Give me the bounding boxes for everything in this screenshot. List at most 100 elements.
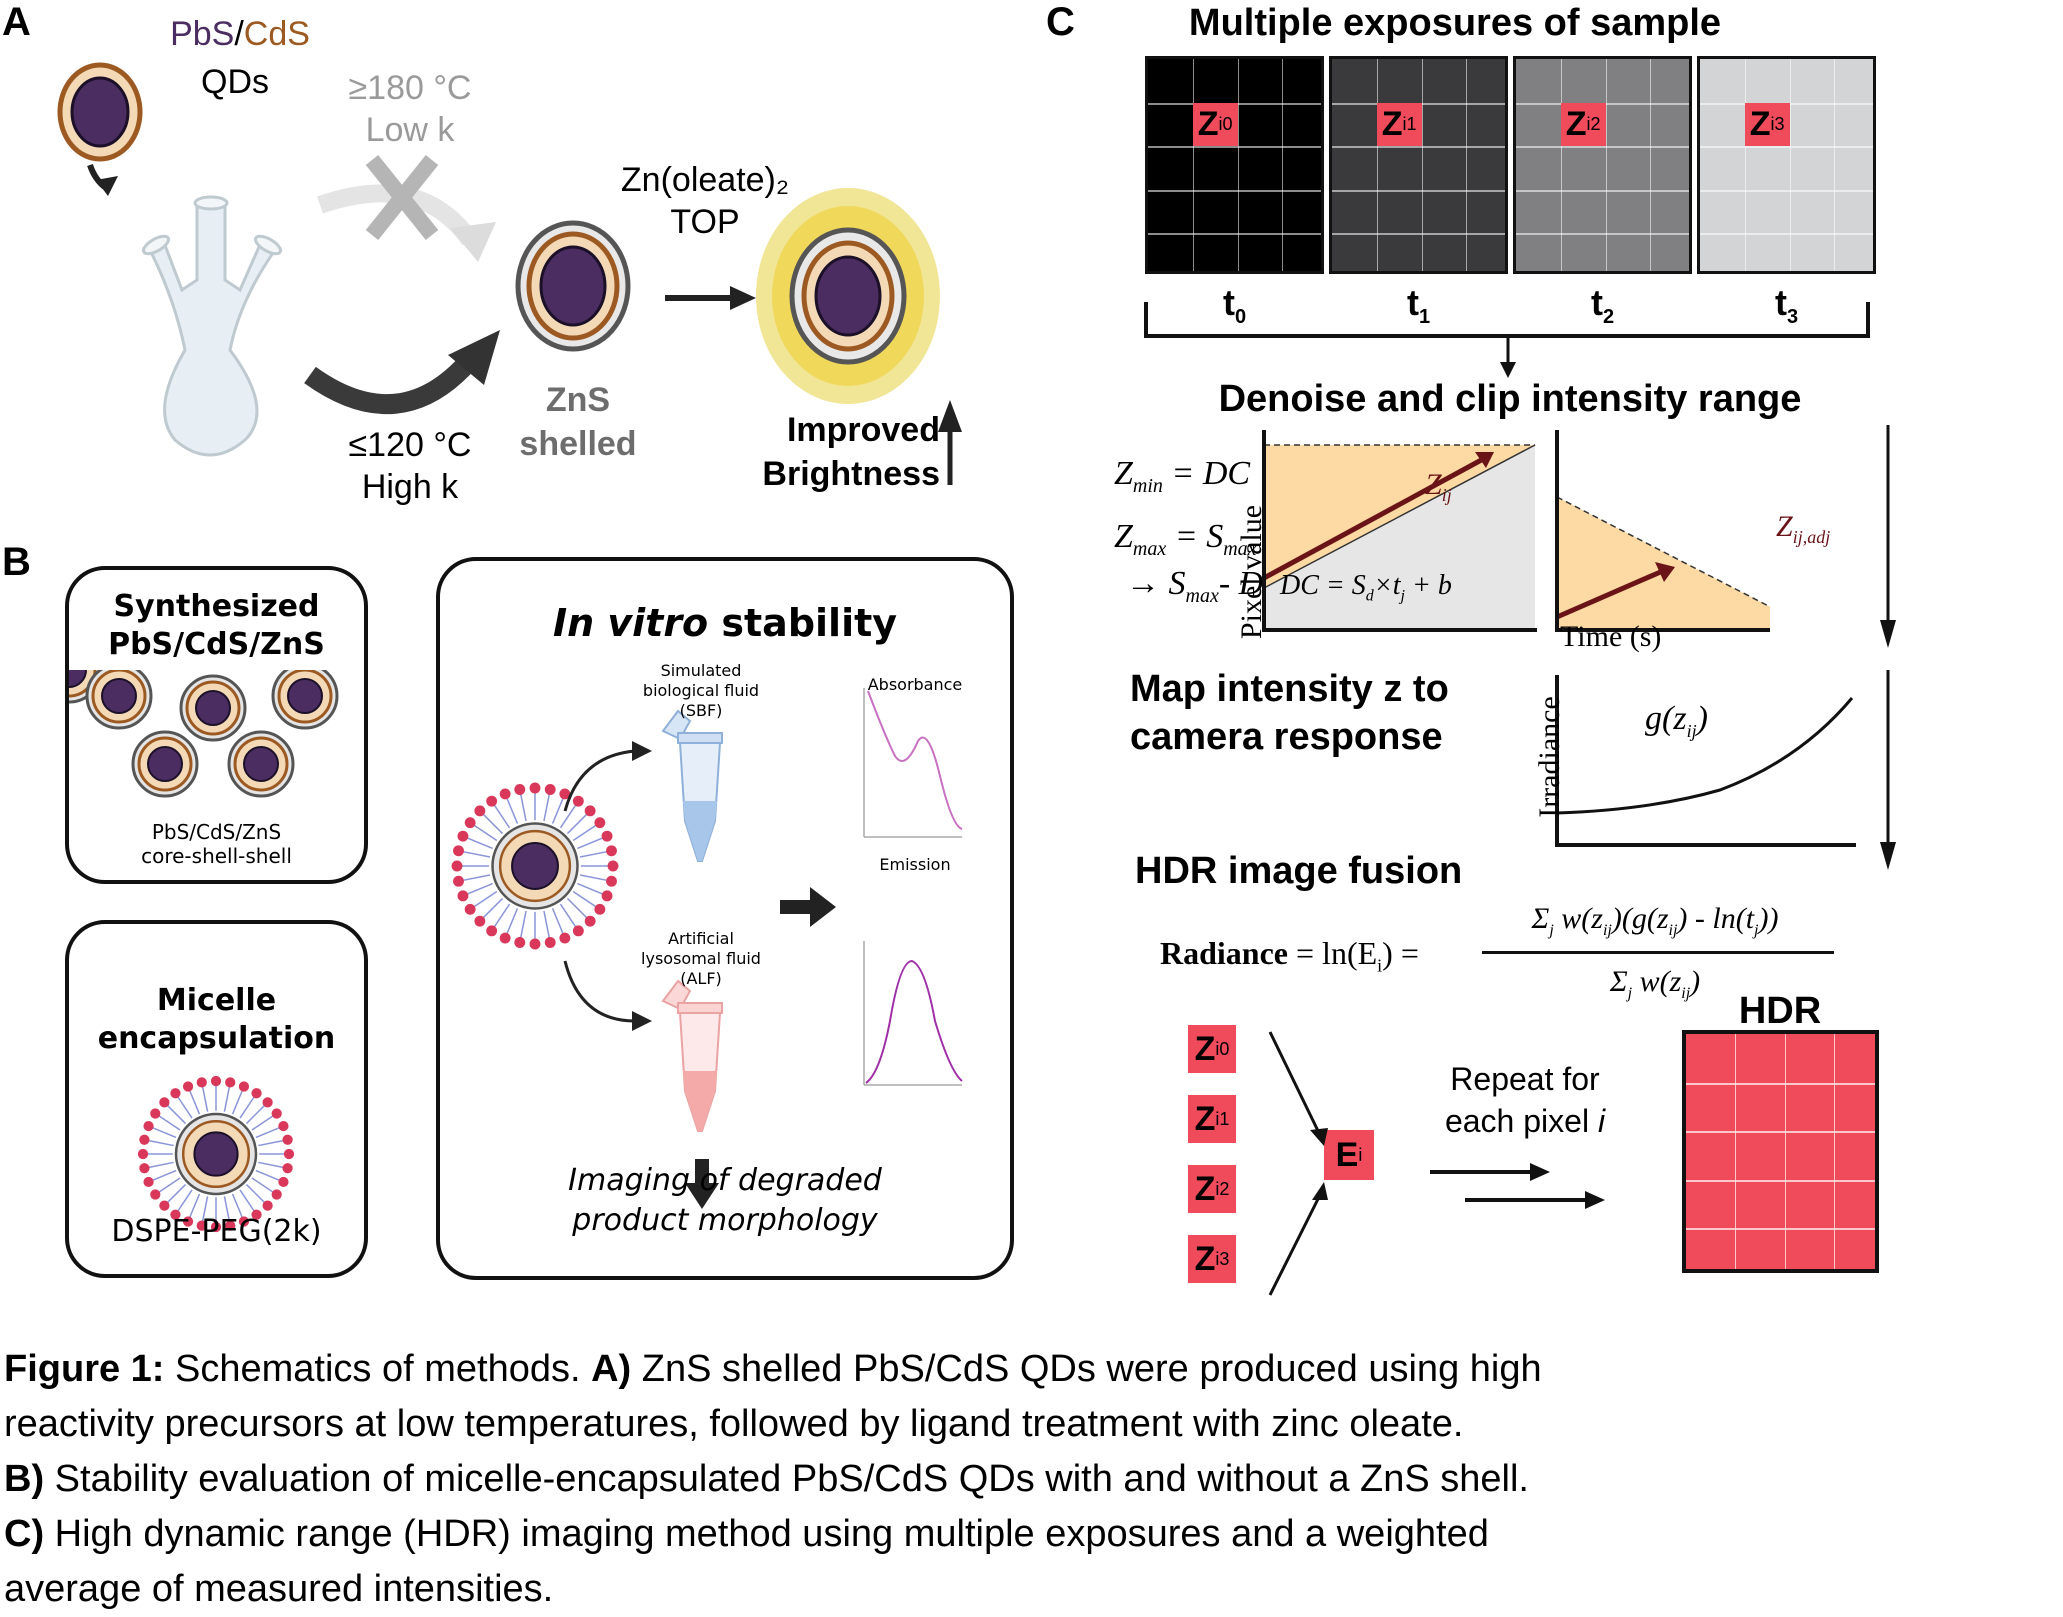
imaging-line-2: product morphology (572, 1203, 878, 1238)
t-sub: 1 (1418, 306, 1431, 329)
caption-b-text: Stability evaluation of micelle-encapsul… (44, 1458, 1529, 1500)
ei-e: E (1335, 1135, 1359, 1174)
step1-title: Multiple exposures of sample (1188, 2, 1722, 44)
repeat-i: i (1597, 1103, 1606, 1139)
cross-icon (365, 155, 439, 240)
den-sigma-sub: j (1627, 985, 1633, 1002)
dc-eq-start: DC = S (1280, 570, 1366, 601)
figure-caption: Figure 1: Schematics of methods. A) ZnS … (4, 1342, 2054, 1617)
box1-title-2: PbS/CdS/ZnS (108, 627, 325, 662)
pixel-z-sub: i1 (1402, 113, 1417, 134)
clip-sub: max (1185, 584, 1219, 607)
arrow-to-sbf-icon (563, 749, 636, 812)
box3-title-rest: stability (708, 601, 898, 645)
formula-lhs-sub: i (1377, 955, 1383, 976)
imaging-line-1: Imaging of degraded (568, 1163, 882, 1198)
den-end: ) (1690, 965, 1701, 998)
pixel-z: Z (1749, 104, 1771, 143)
step2-title: Denoise and clip intensity range (1218, 378, 1802, 420)
stack-z-sub: i3 (1215, 1248, 1230, 1269)
caption-line-2: reactivity precursors at low temperature… (4, 1403, 1464, 1445)
t-sub: 0 (1234, 306, 1247, 329)
low-k-label: Low k (330, 110, 490, 150)
zmax-sub: max (1132, 537, 1167, 560)
box1-title-1: Synthesized (113, 589, 320, 624)
zns-shelled-qd-icon (515, 220, 631, 352)
camera-response-plot (1555, 675, 1856, 847)
caption-fig-text: Schematics of methods. (164, 1348, 592, 1390)
reagent-zn-oleate: Zn(oleate)₂ (620, 161, 790, 199)
sbf-tube-icon (661, 709, 723, 862)
dc-region (1264, 445, 1535, 630)
pixel-z-sub: i0 (1218, 113, 1233, 134)
stack-z: Z (1194, 1099, 1216, 1138)
box2-caption: DSPE-PEG(2k) (111, 1214, 322, 1249)
zij-sub: ij (1441, 485, 1452, 505)
sbf-line-1: Simulated (660, 661, 742, 680)
zns-label: ZnS (545, 381, 611, 419)
brightness-label: Brightness (762, 455, 940, 493)
zij-arrow (1262, 455, 1487, 581)
reagent-top: TOP (670, 203, 740, 241)
alf-line-1: Artificial (668, 929, 734, 948)
in-vitro-stability-box: In vitro stability (436, 557, 1014, 1280)
caption-c-text-1: High dynamic range (HDR) imaging method … (44, 1513, 1489, 1555)
sbf-line-3: (SBF) (679, 701, 723, 720)
exposure-time-label: t0 (1145, 282, 1324, 329)
success-route-arrow-icon (304, 353, 478, 415)
dc-eq-sub-j: j (1400, 587, 1405, 605)
clip-s: → S (1126, 565, 1186, 602)
den-ij: ij (1681, 985, 1691, 1002)
den-w: w(z (1632, 965, 1682, 998)
zij-adj-arrow (1556, 567, 1666, 620)
pixel-z: Z (1381, 104, 1403, 143)
bright-qd-icon (756, 188, 940, 404)
sbf-line-2: biological fluid (642, 681, 760, 700)
g-function-label: g(zij) (1645, 700, 1708, 742)
num-end: )) (1758, 902, 1779, 935)
g-label-start: g(z (1645, 700, 1687, 737)
step4-title: HDR image fusion (1135, 850, 1463, 892)
t-sub: 2 (1602, 306, 1615, 329)
zij-z: Z (1425, 468, 1442, 501)
arrow-to-alf-icon (563, 960, 636, 1023)
stack-z-sub: i1 (1215, 1108, 1230, 1129)
box3-title: In vitro stability (440, 601, 1010, 645)
emission-plot-icon (863, 941, 963, 1086)
dc-eq-mid: ×t (1373, 570, 1401, 601)
low-temp-label: ≤120 °C (348, 426, 472, 464)
alf-label: Artificial lysosomal fluid (ALF) (636, 929, 766, 989)
fusion-arrows (1268, 1031, 1605, 1296)
exposure-bracket (1144, 302, 1870, 378)
num-ij: ij (1602, 922, 1612, 939)
high-k-label: High k (361, 468, 459, 506)
num-sigma: Σ (1531, 902, 1550, 935)
num-ij2: ij (1668, 922, 1678, 939)
caption-line-3: B) Stability evaluation of micelle-encap… (4, 1452, 2054, 1507)
stack-z: Z (1194, 1169, 1216, 1208)
t-sub: 3 (1786, 306, 1799, 329)
caption-c-label: C) (4, 1513, 45, 1555)
imaging-label: Imaging of degraded product morphology (500, 1161, 950, 1241)
radiance-label: Radiance (1160, 935, 1288, 971)
num-ln: ) - ln(t (1677, 902, 1755, 935)
alf-line-2: lysosomal fluid (641, 949, 761, 968)
emission-label: Emission (879, 855, 951, 874)
denoise-plots (1262, 430, 1770, 632)
stability-flow-graphics (563, 688, 963, 1209)
stack-z: Z (1194, 1239, 1216, 1278)
panel-b-letter: B (2, 540, 31, 584)
pixel-z-sub: i3 (1770, 113, 1785, 134)
zij-label: Zij (1425, 468, 1452, 506)
t-symbol: t (1774, 282, 1787, 323)
pixel-value-axis-label: Pixel value (1235, 504, 1268, 640)
pbs-cds-qd-icon (57, 62, 143, 162)
sbf-label: Simulated biological fluid (SBF) (636, 661, 766, 721)
three-neck-flask-icon (142, 195, 282, 457)
pbs-cds-label: PbS/CdS (140, 14, 340, 54)
